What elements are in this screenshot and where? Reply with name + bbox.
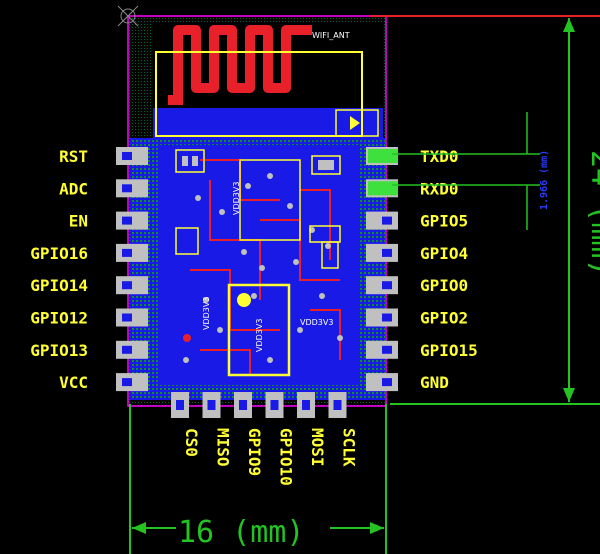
right-pin-label: GPIO15 <box>420 341 478 360</box>
crystal-outline <box>175 149 205 173</box>
bottom-pin-label: SCLK <box>340 428 359 467</box>
left-pin-label: GPIO16 <box>30 244 88 263</box>
antenna-trace <box>173 25 312 93</box>
pad-hole <box>122 313 132 322</box>
pad-hole <box>122 152 132 160</box>
pad-hole <box>207 400 216 410</box>
bottom-pin-label: GPIO10 <box>277 428 296 486</box>
silk-label: VDD3V3 <box>232 182 241 215</box>
crystal-pad <box>182 156 188 166</box>
left-pin-label: GPIO14 <box>30 276 88 295</box>
flash-outline <box>227 283 291 377</box>
left-pin-label: GPIO13 <box>30 341 88 360</box>
right-pin-label: GPIO5 <box>420 212 468 231</box>
silk-label: VDD3V3 <box>255 319 264 352</box>
capacitor-pad <box>318 160 334 170</box>
left-pin-label: VCC <box>59 373 88 392</box>
pad-hole <box>382 313 392 322</box>
silk-label: VDD3V3 <box>300 318 333 327</box>
left-pin-label: GPIO12 <box>30 309 88 328</box>
pad-hole <box>382 345 392 354</box>
left-pin-label: RST <box>59 147 88 166</box>
height-dimension <box>370 15 600 405</box>
bottom-pin-label: MISO <box>214 428 233 467</box>
pad-hole <box>239 400 247 410</box>
highlight-pad <box>368 149 398 163</box>
pitch-dimension-label: 1.966 (mm) <box>539 150 550 210</box>
pad-hole <box>333 400 342 410</box>
right-pin-label: GND <box>420 373 449 392</box>
left-pad-group <box>116 147 148 392</box>
pad-hole <box>302 400 310 410</box>
crystal-pad <box>192 156 198 166</box>
right-pin-label: TXD0 <box>420 147 459 166</box>
bottom-pin-label: MOSI <box>308 428 327 467</box>
width-dimension-label: 16 (mm) <box>178 515 304 550</box>
bottom-pin-label: GPIO9 <box>245 428 264 476</box>
pitch-dimension <box>392 112 540 230</box>
chip-outline <box>239 159 301 241</box>
antenna-label: WIFI_ANT <box>312 31 350 40</box>
pad-hole <box>270 400 279 410</box>
right-pad-group <box>366 147 398 392</box>
right-pin-label: GPIO0 <box>420 276 468 295</box>
bottom-pin-label: CS0 <box>182 428 201 457</box>
capacitor-outline <box>321 241 339 269</box>
height-dimension-label: 24 (mm) <box>584 150 600 276</box>
pad-hole <box>122 281 132 290</box>
pad-hole <box>122 378 132 387</box>
origin-mark-icon <box>117 5 139 27</box>
via-group <box>183 173 343 363</box>
width-dimension <box>129 404 387 554</box>
led-marker <box>183 334 191 342</box>
connector-arrow-icon <box>350 116 360 130</box>
right-pin-label: GPIO2 <box>420 309 468 328</box>
trace-group <box>190 159 341 375</box>
highlight-pad <box>368 181 398 196</box>
pad-hole <box>382 281 392 290</box>
pad-hole <box>176 400 184 410</box>
antenna-ground-strip <box>153 108 383 138</box>
bottom-pad-group <box>171 392 347 418</box>
pin1-marker <box>237 293 251 307</box>
antenna-feed <box>168 40 183 105</box>
right-pin-label: RXD0 <box>420 179 459 198</box>
resistor-outline <box>175 227 199 255</box>
shield-outline <box>155 51 363 137</box>
pad-hole <box>122 184 132 193</box>
origin-mark-icon <box>120 8 136 24</box>
pad-hole <box>122 345 132 354</box>
left-pin-label: EN <box>69 212 88 231</box>
left-pin-label: ADC <box>59 179 88 198</box>
pad-hole <box>382 216 392 225</box>
capacitor-outline <box>311 155 341 175</box>
pad-hole <box>382 378 392 387</box>
silk-label: VDD3V3 <box>202 297 211 330</box>
board-outline <box>127 15 387 407</box>
bottom-pin-labels: CS0 MISO GPIO9 GPIO10 MOSI SCLK <box>182 428 359 486</box>
right-pin-label: GPIO4 <box>420 244 468 263</box>
pad-hole <box>382 248 392 257</box>
antenna-connector <box>335 109 379 137</box>
pad-hole <box>122 216 132 225</box>
pad-hole <box>122 248 132 257</box>
